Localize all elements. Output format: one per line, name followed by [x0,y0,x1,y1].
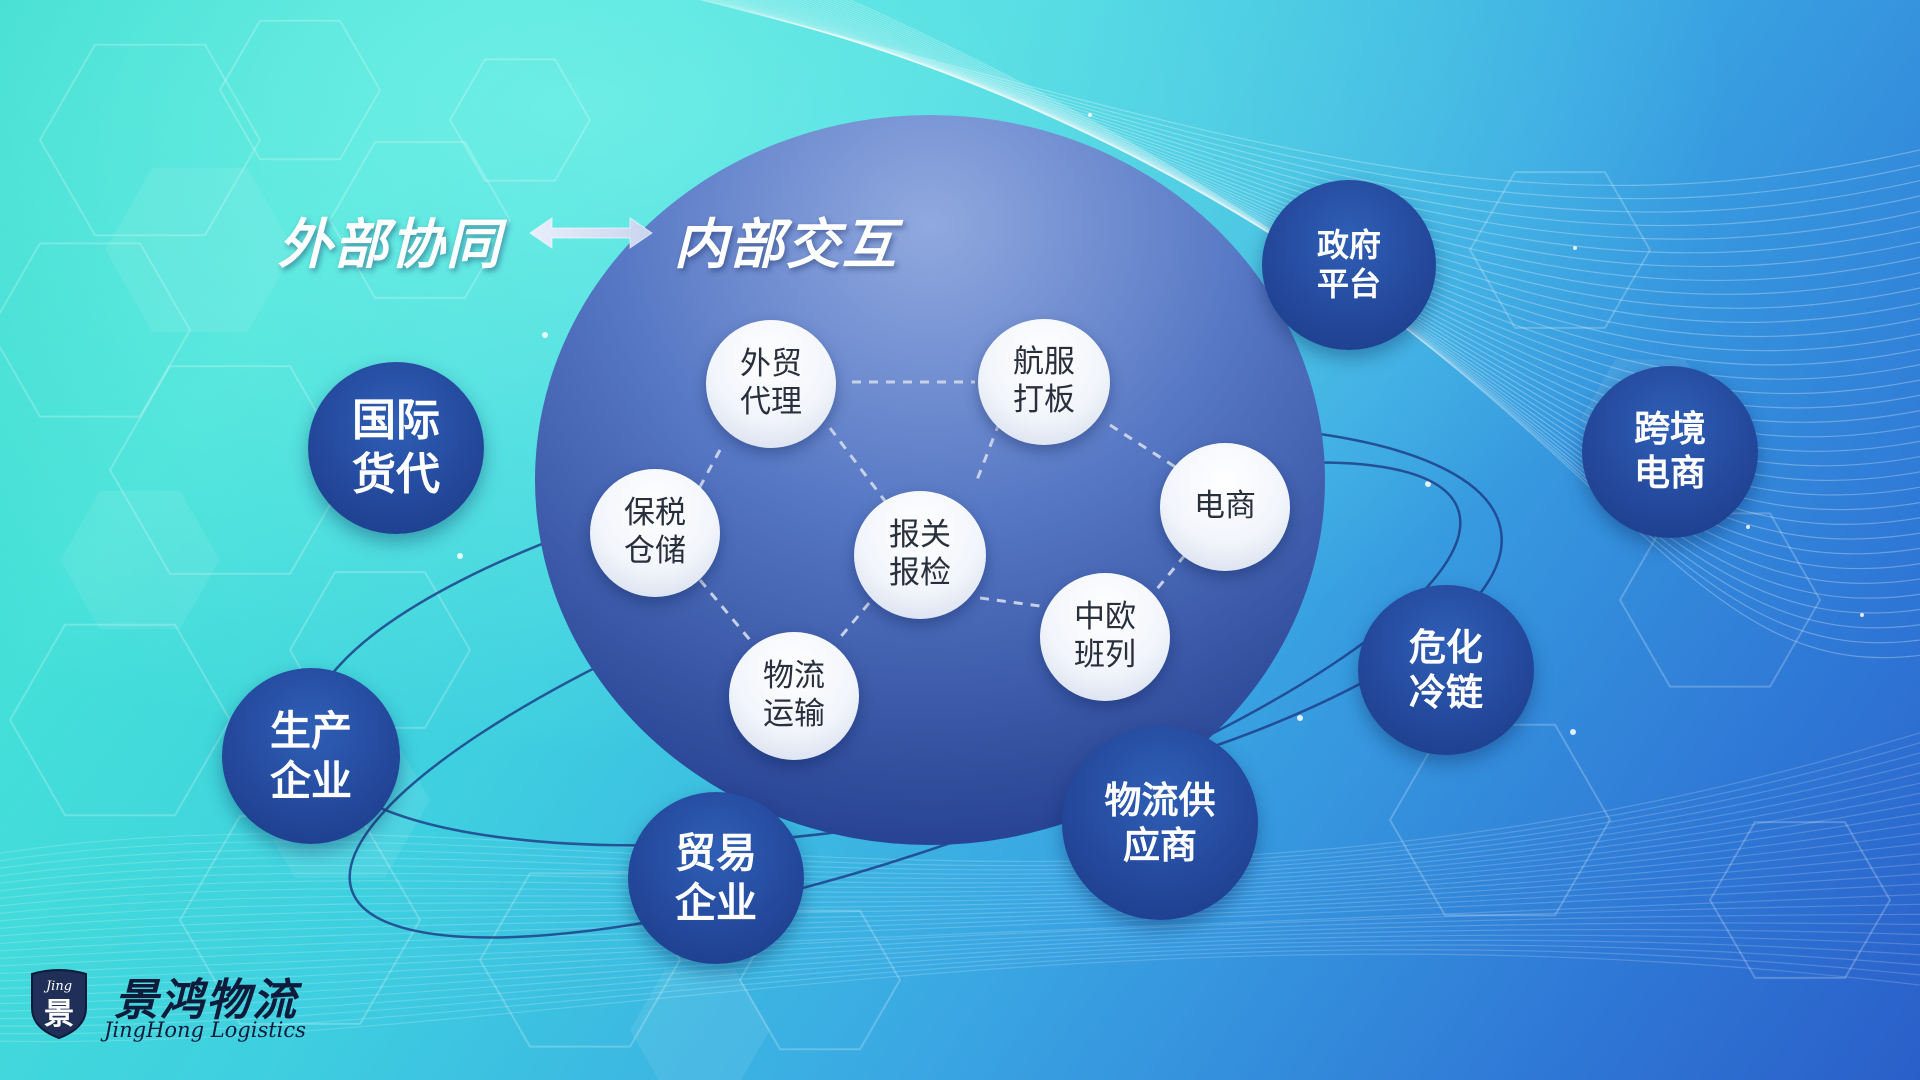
title-internal-interaction: 内部交互 [674,213,898,276]
node-china-europe-rail: 中欧 班列 [1040,573,1170,701]
node-trade-company: 贸易 企业 [628,792,804,964]
node-intl-forwarder: 国际 货代 [308,362,484,534]
svg-text:景: 景 [44,997,74,1032]
node-logistics-supplier: 物流供 应商 [1062,726,1258,920]
node-air-service: 航服 打板 [978,319,1110,445]
logo-name-cn: 景鸿物流 [114,975,298,1026]
shield-logo-icon: Jing 景 [31,969,87,1040]
company-logo: Jing 景 景鸿物流 JingHong Logistics [28,968,348,1058]
node-manufacturer: 生产 企业 [222,668,400,844]
node-gov-platform: 政府 平台 [1262,180,1436,350]
bidirectional-arrow-icon [529,217,653,249]
node-customs-declaration: 报关 报检 [854,491,986,619]
title-external-collaboration: 外部协同 [278,213,502,276]
node-hazmat-coldchain: 危化 冷链 [1358,585,1534,755]
svg-text:Jing: Jing [43,979,72,994]
node-cross-border-ecommerce: 跨境 电商 [1582,366,1758,538]
node-bonded-storage: 保税 仓储 [590,469,720,597]
node-ecommerce: 电商 [1160,443,1290,571]
logo-name-en: JingHong Logistics [104,1018,306,1042]
node-logistics-transport: 物流 运输 [729,632,859,760]
node-trade-agent: 外贸 代理 [706,320,836,448]
